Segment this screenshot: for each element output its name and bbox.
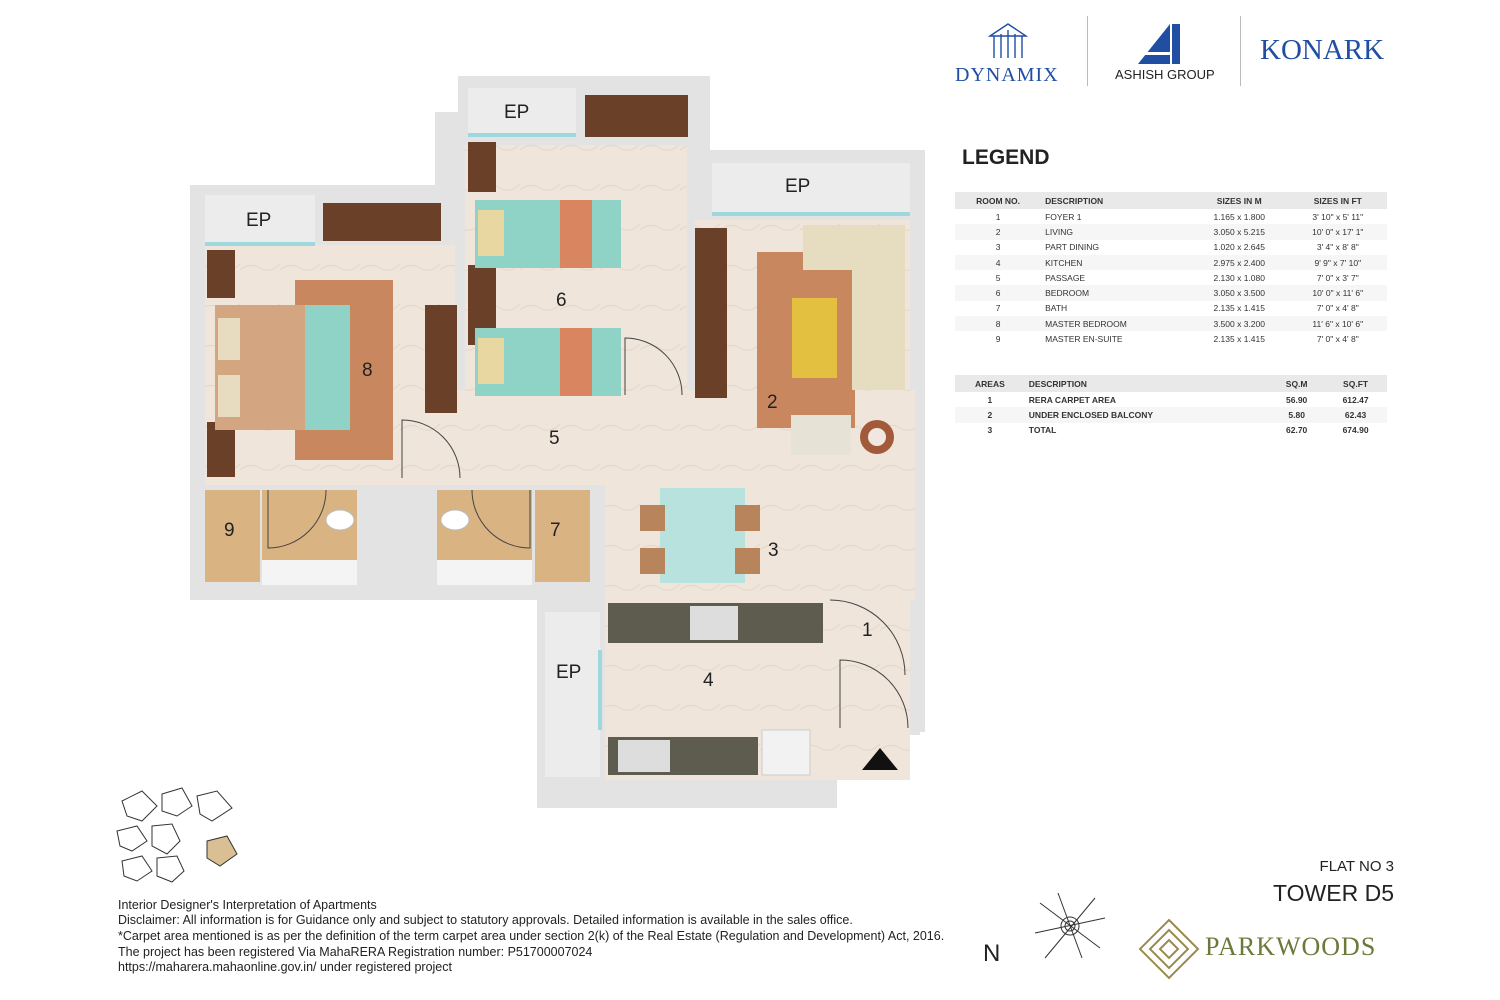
- disclaimer-line: *Carpet area mentioned is as per the def…: [118, 929, 945, 943]
- doors: [267, 337, 909, 729]
- parkwoods-emblem-icon: [1138, 918, 1200, 980]
- dynamix-wordmark: DYNAMIX: [955, 64, 1059, 86]
- disclaimer-line: Interior Designer's Interpretation of Ap…: [118, 898, 377, 912]
- table-header-row: ROOM NO. DESCRIPTION SIZES IN M SIZES IN…: [955, 192, 1387, 209]
- dining-set: [640, 488, 760, 583]
- ep-label: EP: [246, 210, 272, 231]
- bedroom-beds: [475, 200, 621, 396]
- ep-label: EP: [785, 176, 811, 197]
- room-label-9: 9: [224, 520, 235, 541]
- dining-floor: [605, 480, 915, 600]
- column-header: AREAS: [955, 375, 1025, 392]
- ep-balcony-bedroom: [468, 88, 576, 136]
- flat-number: FLAT NO 3: [1319, 858, 1394, 875]
- ep-label: EP: [504, 102, 530, 123]
- column-header: SIZES IN M: [1189, 192, 1289, 209]
- room-label-2: 2: [767, 392, 778, 413]
- floor-plan: [190, 76, 925, 808]
- disclaimer-line: https://maharera.mahaonline.gov.in/ unde…: [118, 960, 452, 974]
- parkwoods-wordmark: PARKWOODS: [1205, 932, 1377, 961]
- living-furniture: [757, 225, 905, 455]
- room-label-1: 1: [862, 620, 873, 641]
- logo-divider: [1240, 16, 1241, 86]
- ep-balcony-living: [712, 163, 910, 215]
- column-header: DESCRIPTION: [1041, 192, 1190, 209]
- room-label-3: 3: [768, 540, 779, 561]
- enclosed-balconies: [205, 88, 910, 777]
- disclaimer-line: The project has been registered Via Maha…: [118, 945, 593, 959]
- room-label-6: 6: [556, 290, 567, 311]
- logo-divider: [1087, 16, 1088, 86]
- ashish-wordmark: ASHISH GROUP: [1115, 67, 1215, 82]
- ep-label: EP: [556, 662, 582, 683]
- dynamix-emblem-icon: [987, 23, 1029, 58]
- bathrooms: [205, 490, 590, 585]
- ep-balcony-kitchen: [545, 612, 600, 777]
- column-header: ROOM NO.: [955, 192, 1042, 209]
- ep-balcony-master: [205, 195, 315, 245]
- rooms-legend-table: ROOM NO. DESCRIPTION SIZES IN M SIZES IN…: [955, 192, 1387, 347]
- entry-arrow-icon: [862, 748, 898, 770]
- konark-wordmark: KONARK: [1260, 34, 1385, 66]
- room-label-4: 4: [703, 670, 714, 691]
- column-header: SQ.M: [1269, 375, 1325, 392]
- ashish-emblem-icon: [1138, 24, 1180, 64]
- compass-icon: [1034, 892, 1106, 959]
- room-label-7: 7: [550, 520, 561, 541]
- column-header: DESCRIPTION: [1024, 375, 1270, 392]
- column-header: SIZES IN FT: [1288, 192, 1387, 209]
- column-header: SQ.FT: [1324, 375, 1387, 392]
- legend-title: LEGEND: [962, 146, 1050, 169]
- tower-name: TOWER D5: [1273, 880, 1394, 906]
- key-plan-icon: [116, 787, 238, 883]
- room-label-5: 5: [549, 428, 560, 449]
- north-label: N: [983, 940, 1001, 967]
- disclaimer-line: Disclaimer: All information is for Guida…: [118, 913, 853, 927]
- room-label-8: 8: [362, 360, 373, 381]
- master-bed: [215, 280, 393, 460]
- table-header-row: AREAS DESCRIPTION SQ.M SQ.FT: [955, 375, 1387, 392]
- kitchen-counters: [608, 603, 823, 776]
